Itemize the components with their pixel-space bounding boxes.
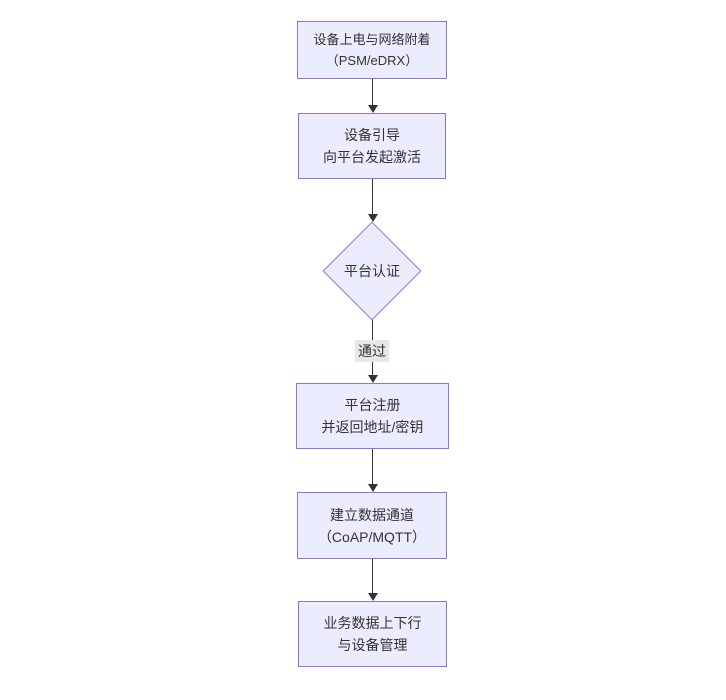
node-text-line: 业务数据上下行 <box>323 615 422 631</box>
node-text-line: 向平台发起激活 <box>323 149 421 165</box>
edge-line-channel-to-business <box>372 559 373 593</box>
arrow-down-icon <box>367 593 378 601</box>
node-text-line: 设备上电与网络附着 <box>313 32 431 47</box>
arrow-down-icon <box>367 375 378 383</box>
flow-node-power-attach: 设备上电与网络附着 （PSM/eDRX） <box>297 21 447 79</box>
node-text-line: 与设备管理 <box>337 637 408 653</box>
node-text-line: 建立数据通道 <box>330 506 414 523</box>
node-text-line: （PSM/eDRX） <box>325 53 419 68</box>
flow-node-business-data: 业务数据上下行 与设备管理 <box>298 601 447 667</box>
arrow-down-icon <box>367 105 378 113</box>
flow-node-platform-register: 平台注册 并返回地址/密钥 <box>296 383 449 449</box>
node-text-line: 平台注册 <box>344 397 401 413</box>
node-text-line: 并返回地址/密钥 <box>321 419 424 435</box>
flow-node-platform-auth-decision: 平台认证 <box>321 221 423 321</box>
node-text-line: 平台认证 <box>344 263 400 279</box>
edge-label-pass: 通过 <box>355 340 389 362</box>
node-text-line: （CoAP/MQTT） <box>317 528 427 545</box>
edge-line-power-to-boot <box>372 79 373 105</box>
arrow-down-icon <box>367 484 378 492</box>
arrow-down-icon <box>367 214 378 222</box>
edge-line-boot-to-auth <box>372 179 373 214</box>
flow-node-data-channel: 建立数据通道 （CoAP/MQTT） <box>297 492 447 559</box>
flow-node-bootstrap: 设备引导 向平台发起激活 <box>298 113 446 179</box>
edge-line-register-to-channel <box>372 449 373 484</box>
node-text-line: 设备引导 <box>344 127 400 143</box>
